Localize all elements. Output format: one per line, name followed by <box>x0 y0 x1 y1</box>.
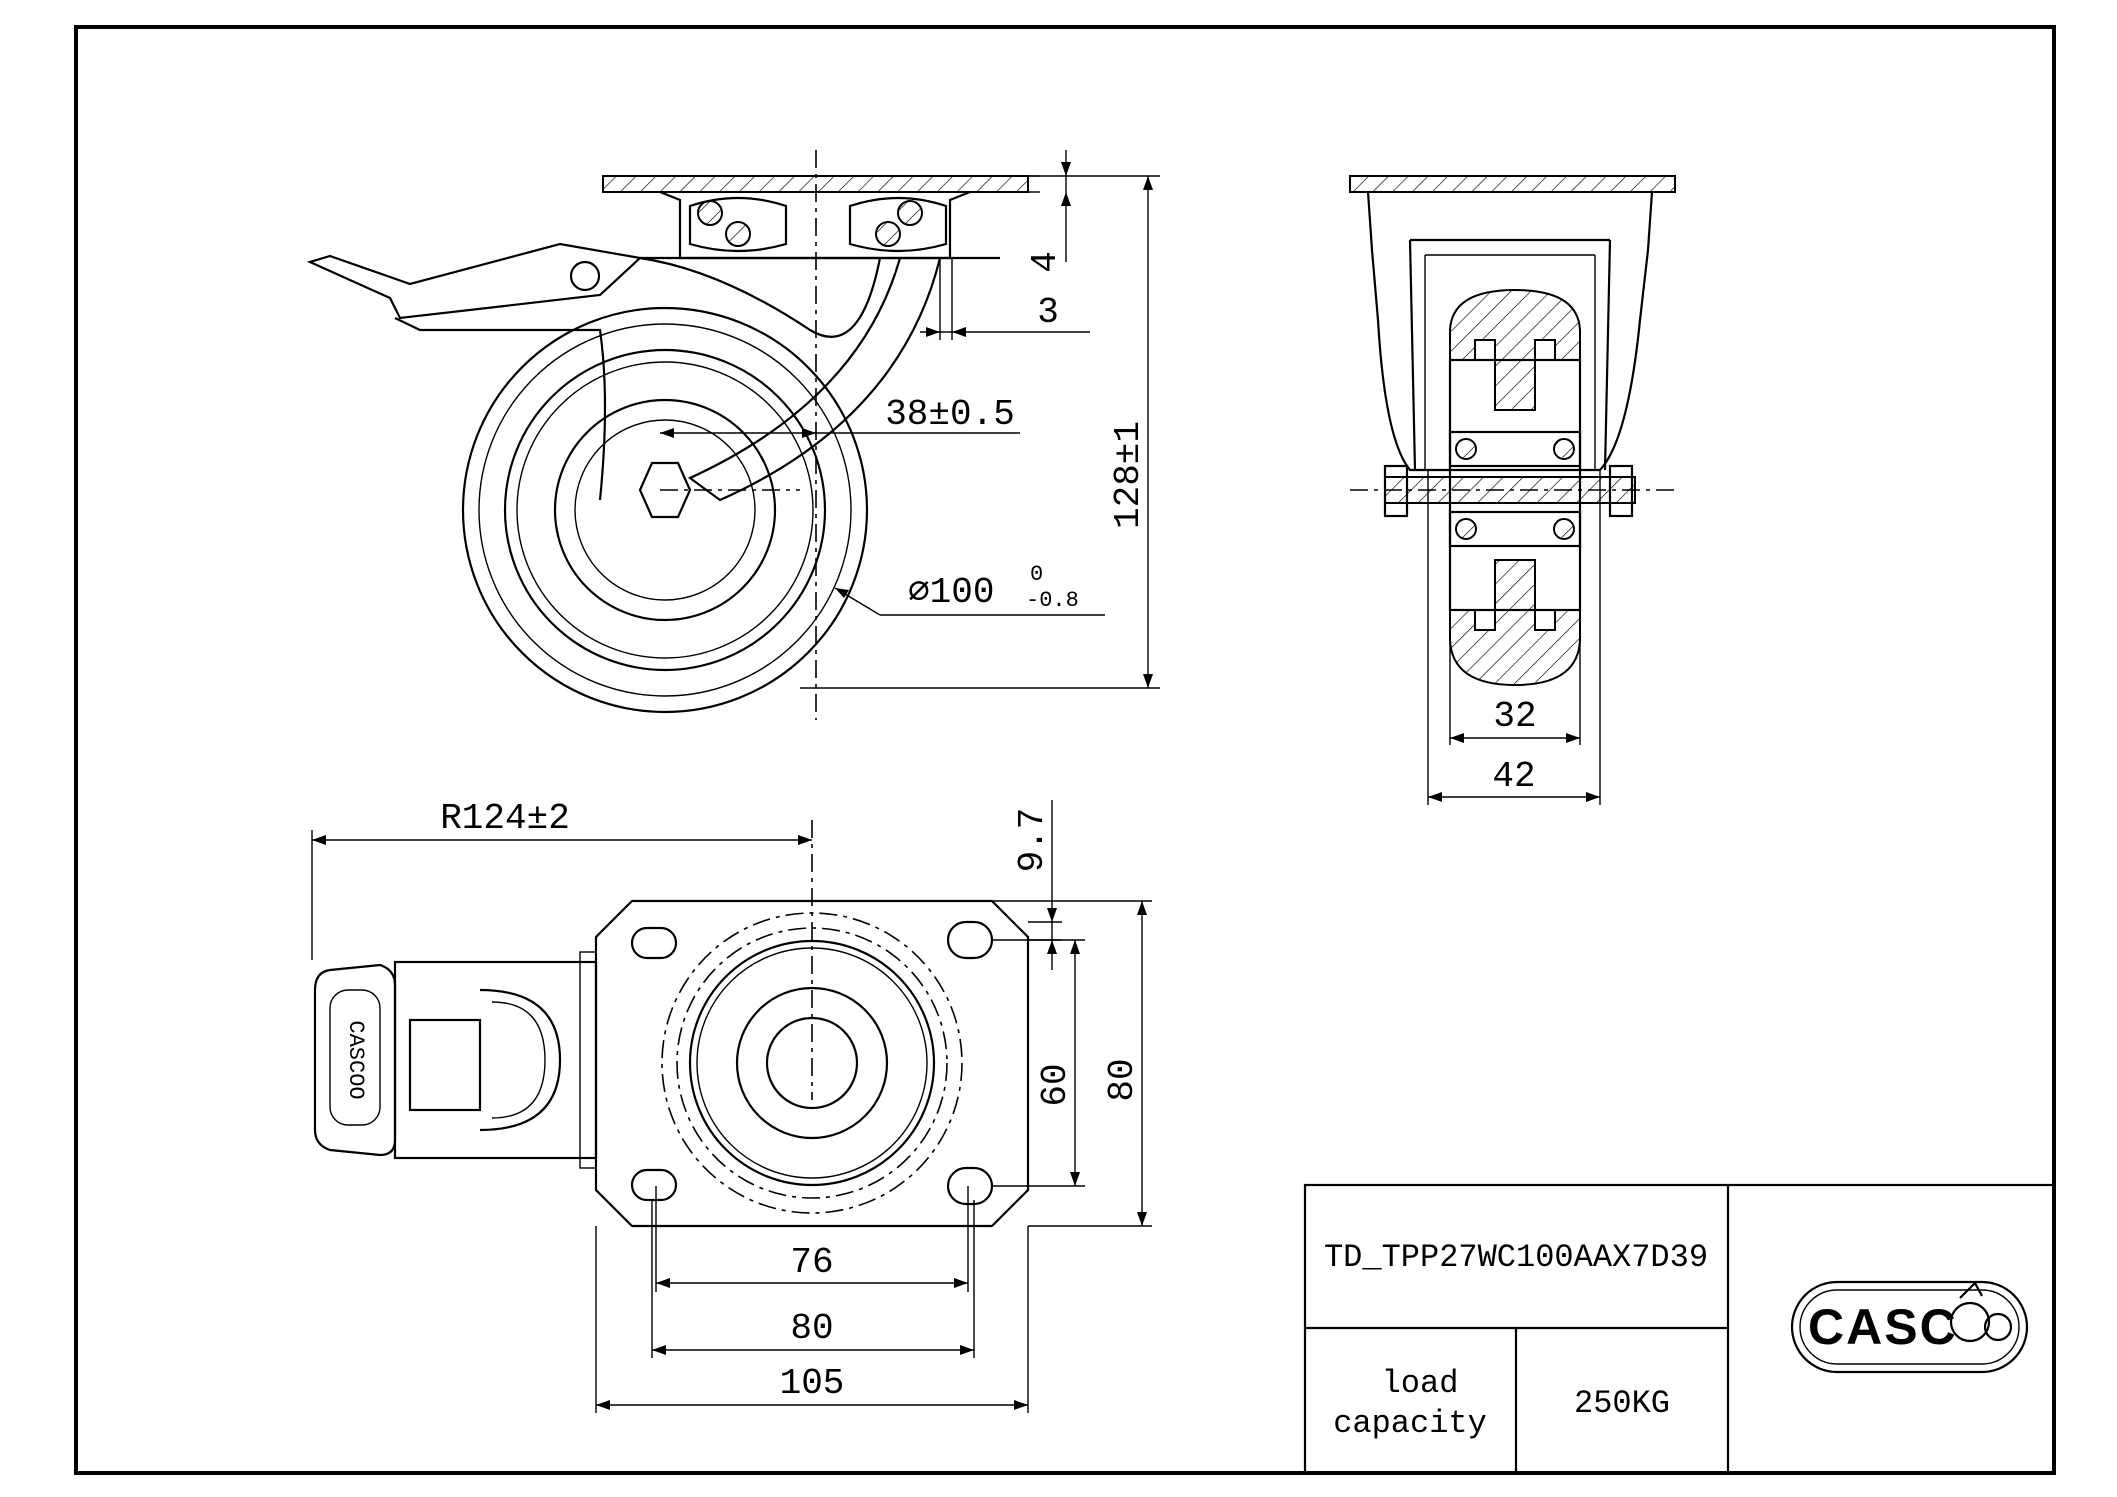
wheel-hub <box>553 398 777 622</box>
brake-pedal <box>313 963 397 1157</box>
wheel-outer <box>461 306 869 714</box>
dim-80-vertical-label: 80 <box>1102 1058 1143 1101</box>
wheel-logo-icon <box>1949 1301 1991 1343</box>
wheel-rim <box>503 348 827 672</box>
slot-top-left <box>630 926 678 960</box>
load-capacity-label-2: capacity <box>1333 1405 1487 1442</box>
dim-60-label: 60 <box>1035 1063 1076 1106</box>
brake-pedal-logo: CASCOO <box>343 1020 368 1099</box>
dim-offset-label: 38±0.5 <box>885 394 1015 435</box>
wheel-rim-inner <box>516 361 814 659</box>
front-fork <box>1408 238 1612 471</box>
axle-nut <box>638 461 692 519</box>
ball-bearing-right-1 <box>897 200 923 226</box>
bearing-ball-tl <box>1455 438 1477 460</box>
dim-32-label: 32 <box>1493 696 1536 737</box>
dim-radius-label: R124±2 <box>440 798 570 839</box>
slot-bottom-right <box>946 1166 994 1206</box>
fork <box>639 256 882 338</box>
title-block: TD_TPP27WC100AAX7D39 load capacity 250KG… <box>1303 1183 2056 1475</box>
bearing-ball-tr <box>1553 438 1575 460</box>
load-capacity-label-1: load <box>1382 1365 1459 1402</box>
dim-80-horizontal-label: 80 <box>790 1308 833 1349</box>
slot-top-right <box>946 920 994 960</box>
dim-105-label: 105 <box>780 1363 845 1404</box>
wheel-section-top <box>1449 288 1581 411</box>
company-logo: CASC <box>1790 1280 2029 1374</box>
side-view: 4 3 38±0.5 128±1 ∅100 0 -0.8 <box>306 150 1160 720</box>
dim-diameter-label: ∅100 <box>908 572 994 613</box>
dim-height-label: 128±1 <box>1108 421 1149 529</box>
ball-bearing-left-1 <box>697 200 723 226</box>
top-view: CASCOO R124±2 9.7 60 80 76 <box>311 798 1152 1413</box>
raceway-inner <box>735 986 889 1140</box>
front-housing <box>1366 191 1654 472</box>
wheel-section-bottom <box>1449 559 1581 687</box>
dim-42-label: 42 <box>1492 756 1535 797</box>
front-view: 32 42 <box>1349 175 1680 805</box>
dim-diameter-tol-upper: 0 <box>1030 562 1043 587</box>
front-top-plate <box>1349 175 1676 193</box>
wheel-tread-inner <box>478 323 852 697</box>
bearing-ball-br <box>1553 518 1575 540</box>
dim-3-label: 3 <box>1037 292 1059 333</box>
dim-4-label: 4 <box>1025 251 1066 273</box>
load-capacity-value: 250KG <box>1574 1385 1670 1422</box>
ball-bearing-right-2 <box>875 221 901 247</box>
drawing-border <box>74 25 2056 1475</box>
brake-lever <box>306 242 643 320</box>
bearing-ball-bl <box>1455 518 1477 540</box>
dim-9-7-label: 9.7 <box>1012 808 1053 873</box>
ball-bearing-left-2 <box>725 221 751 247</box>
dim-diameter-tol-lower: -0.8 <box>1026 588 1079 613</box>
slot-bottom-left <box>630 1168 678 1202</box>
dim-76-label: 76 <box>790 1242 833 1283</box>
brake-pivot <box>569 260 601 292</box>
raceway-outer <box>688 939 936 1187</box>
logo-text: CASC <box>1808 1299 1958 1355</box>
part-number: TD_TPP27WC100AAX7D39 <box>1324 1239 1708 1276</box>
